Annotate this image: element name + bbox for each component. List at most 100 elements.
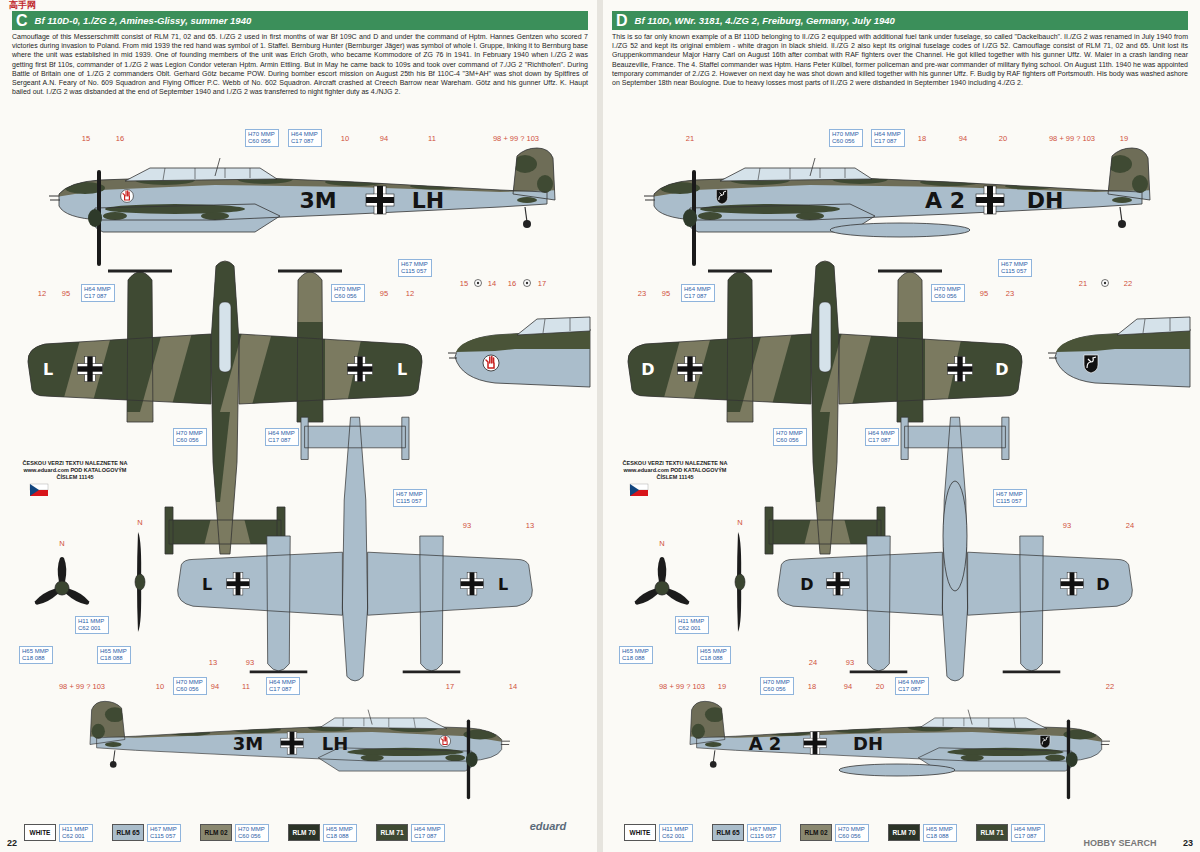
paint-code: H70 MMP C60 056 (835, 824, 869, 841)
paint-code: H70 MMP C60 056 (934, 286, 962, 299)
aircraft-drawing (483, 355, 499, 371)
callout-number: 93 (463, 521, 471, 530)
aircraft-drawing (448, 317, 590, 387)
paint-code-box: H70 MMP C60 056 (245, 129, 279, 146)
paint-code: H65 MMP C18 088 (22, 648, 50, 661)
paint-code-box: H64 MMP C17 087 (871, 129, 905, 146)
aircraft-drawing (121, 190, 134, 203)
callout-number: 93 (846, 658, 854, 667)
callout-number: 18 (918, 134, 926, 143)
callout-number: 12 (38, 289, 46, 298)
paint-code-box: H67 MMP C115 057 (993, 489, 1027, 506)
aircraft-drawing (1102, 280, 1109, 287)
aircraft-drawing (633, 557, 691, 607)
paint-code: H64 MMP C17 087 (684, 286, 712, 299)
paint-code: H65 MMP C18 088 (700, 648, 728, 661)
callout-number: 20 (876, 682, 884, 691)
paint-code: H11 MMP C62 001 (659, 824, 693, 841)
callout-number: 94 (380, 134, 388, 143)
fuselage-code: DH (1027, 188, 1064, 213)
callout-number: 11 (242, 682, 250, 691)
paint-code: H64 MMP C17 087 (898, 679, 926, 692)
paint-code: H67 MMP C115 057 (1001, 261, 1029, 274)
callout-number: N (137, 518, 142, 527)
aircraft-drawing (716, 190, 727, 204)
paint-code-box: H70 MMP C60 056 (829, 129, 863, 146)
callout-number: 95 (980, 289, 988, 298)
callout-number: 94 (844, 682, 852, 691)
paint-code: H11 MMP C62 001 (59, 824, 93, 841)
callout-number: 98 + 99 ? 103 (1049, 134, 1095, 143)
aircraft-drawing (1040, 735, 1050, 748)
callout-number: 23 (638, 289, 646, 298)
aircraft-drawing (33, 557, 91, 607)
aircraft-drawing (1048, 317, 1190, 387)
legend-text: RLM 70 (892, 829, 915, 836)
aircraft-drawing (976, 186, 1004, 214)
paint-code-box: H11 MMP C62 001 (675, 616, 709, 633)
legend-text: RLM 02 (804, 829, 827, 836)
legend-text: RLM 70 (292, 829, 315, 836)
paint-code: H11 MMP C62 001 (78, 618, 106, 631)
callout-number: 17 (446, 682, 454, 691)
callout-number: 24 (1126, 521, 1134, 530)
callout-number: 19 (1120, 134, 1128, 143)
aircraft-drawing (281, 732, 303, 754)
callout-number: 95 (380, 289, 388, 298)
paint-code-box: H70 MMP C60 056 (173, 677, 207, 694)
paint-code-box: H70 MMP C60 056 (331, 284, 365, 301)
callout-number: 17 (538, 279, 546, 288)
wing-letter: L (498, 575, 508, 594)
fuselage-code: DH (853, 733, 883, 754)
callout-number: 98 + 99 ? 103 (659, 682, 705, 691)
brand-logo: eduard (530, 820, 567, 832)
paint-code: H65 MMP C18 088 (923, 824, 957, 841)
aircraft-drawing (943, 481, 967, 591)
profile-letter: D (612, 12, 635, 30)
legend-text: RLM 65 (116, 829, 139, 836)
paint-code: H65 MMP C18 088 (100, 648, 128, 661)
color-swatch: WHITE (24, 824, 56, 841)
paint-code-box: H64 MMP C17 087 (288, 129, 322, 146)
paint-code: H64 MMP C17 087 (268, 430, 296, 443)
callout-number: 98 + 99 ? 103 (59, 682, 105, 691)
aircraft-drawing (135, 532, 145, 632)
wing-letter: D (995, 360, 1008, 379)
fuselage-code: LH (412, 188, 444, 213)
aircraft-drawing (30, 484, 48, 496)
profile-title: Bf 110D, WNr. 3181, 4./ZG 2, Freiburg, G… (635, 15, 895, 26)
profile-letter: C (12, 12, 35, 30)
aircraft-drawing (475, 280, 482, 287)
callout-number: 14 (509, 682, 517, 691)
header-band: DBf 110D, WNr. 3181, 4./ZG 2, Freiburg, … (612, 11, 1188, 30)
aircraft-drawing (630, 484, 648, 496)
callout-number: 14 (488, 279, 496, 288)
paint-code: H70 MMP C60 056 (248, 131, 276, 144)
aircraft-drawing (178, 417, 533, 681)
aircraft-drawing (625, 261, 1030, 562)
paint-code-box: H11 MMP C62 001 (75, 616, 109, 633)
legend-text: RLM 71 (980, 829, 1003, 836)
paint-code-box: H65 MMP C18 088 (97, 646, 131, 663)
callout-number: N (659, 539, 664, 548)
callout-number: 24 (809, 658, 817, 667)
fuselage-code: 3M (233, 733, 263, 754)
description-text: This is so far only known example of a B… (612, 32, 1188, 87)
aircraft-drawing (49, 140, 565, 266)
paint-code: H64 MMP C17 087 (84, 286, 112, 299)
wing-letter: D (1096, 575, 1109, 594)
color-swatch: RLM 65 (112, 824, 144, 841)
aircraft-drawing (439, 735, 450, 746)
aircraft-drawing (682, 695, 1110, 800)
paint-code: H70 MMP C60 056 (776, 430, 804, 443)
wing-letter: L (202, 575, 212, 594)
callout-number: 98 + 99 ? 103 (493, 134, 539, 143)
aircraft-drawing (644, 140, 1160, 266)
paint-code: H70 MMP C60 056 (763, 679, 791, 692)
paint-code: H67 MMP C115 057 (747, 824, 781, 841)
paint-code: H70 MMP C60 056 (235, 824, 269, 841)
legend-text: RLM 71 (380, 829, 403, 836)
callout-number: 10 (341, 134, 349, 143)
callout-number: 21 (686, 134, 694, 143)
